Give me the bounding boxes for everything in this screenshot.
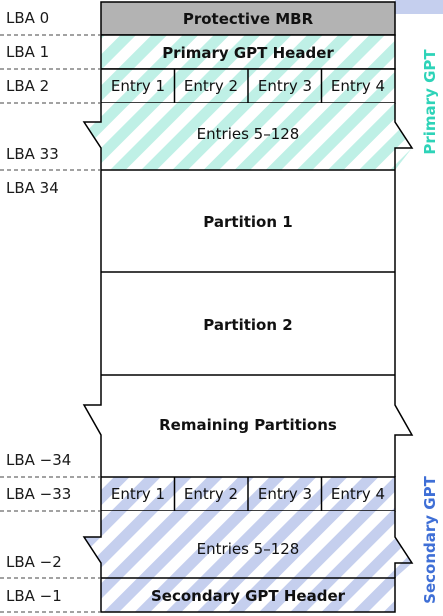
secondary-entries-5-128-block <box>84 511 412 578</box>
secondary-entry-1: Entry 1 <box>111 485 165 503</box>
secondary-entry-4: Entry 4 <box>331 485 385 503</box>
partition-1-label: Partition 1 <box>203 213 292 231</box>
lba-minus-34-label: LBA −34 <box>6 451 71 469</box>
protective-mbr-block <box>100 1 396 36</box>
primary-entry-1: Entry 1 <box>111 77 165 95</box>
corner-accent <box>395 0 443 14</box>
secondary-entry-3: Entry 3 <box>258 485 312 503</box>
secondary-entries-5-128-label: Entries 5–128 <box>197 540 300 558</box>
lba-minus-1-label: LBA −1 <box>6 587 62 605</box>
lba-2-label: LBA 2 <box>6 77 49 95</box>
secondary-entry-2: Entry 2 <box>184 485 238 503</box>
lba-1-label: LBA 1 <box>6 43 49 61</box>
primary-entries-5-128-label: Entries 5–128 <box>197 125 300 143</box>
lba-boundary-lines <box>0 34 101 613</box>
primary-entry-4: Entry 4 <box>331 77 385 95</box>
lba-minus-2-label: LBA −2 <box>6 553 62 571</box>
primary-gpt-header-label: Primary GPT Header <box>162 44 334 62</box>
partition-2-label: Partition 2 <box>203 316 292 334</box>
secondary-gpt-header-label: Secondary GPT Header <box>151 587 346 605</box>
lba-33-label: LBA 33 <box>6 145 59 163</box>
primary-entry-3: Entry 3 <box>258 77 312 95</box>
primary-entry-2: Entry 2 <box>184 77 238 95</box>
lba-0-label: LBA 0 <box>6 9 49 27</box>
primary-gpt-header-block <box>100 34 396 70</box>
primary-gpt-side-label: Primary GPT <box>421 49 439 155</box>
lba-34-label: LBA 34 <box>6 179 59 197</box>
secondary-gpt-header-block <box>100 577 396 613</box>
primary-entries-5-128-block <box>84 103 412 170</box>
secondary-gpt-side-label: Secondary GPT <box>421 475 439 603</box>
lba-minus-33-label: LBA −33 <box>6 485 71 503</box>
protective-mbr-label: Protective MBR <box>183 10 314 28</box>
remaining-partitions-label: Remaining Partitions <box>159 416 337 434</box>
